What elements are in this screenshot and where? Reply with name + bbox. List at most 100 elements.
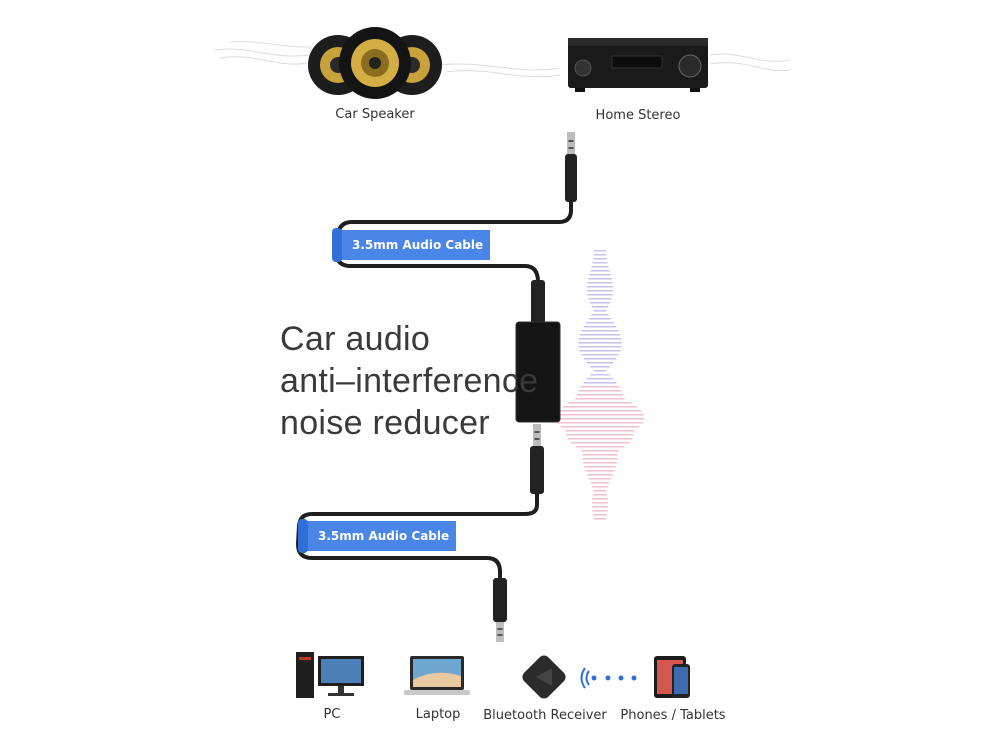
music-swoosh-left [214, 41, 313, 65]
sound-wave-bar [556, 414, 644, 416]
headline-line-1: Car audio [280, 320, 431, 358]
sound-wave-bar [593, 370, 607, 372]
sound-wave-bar [581, 354, 619, 356]
home-stereo-label: Home Stereo [595, 108, 681, 123]
headline-line-2: anti–interference [280, 362, 539, 400]
lower-cable-tag: 3.5mm Audio Cable [298, 519, 456, 553]
sound-wave-bar [578, 342, 622, 344]
headline-line-3: noise reducer [280, 404, 490, 442]
sound-wave-bar [593, 310, 607, 312]
lower-cable-tag-label: 3.5mm Audio Cable [318, 529, 450, 543]
sound-wave-bar [578, 338, 622, 340]
upper-reducer-jack [531, 280, 545, 324]
sound-wave-bar [594, 250, 606, 252]
sound-wave-bar [583, 326, 617, 328]
sound-wave-bar [588, 318, 612, 320]
sound-wave-bar [583, 382, 617, 384]
sound-wave-bar [592, 502, 608, 504]
cable-clip [332, 228, 342, 262]
upper-cable-tag-label: 3.5mm Audio Cable [352, 238, 484, 252]
sound-wave-bar [590, 270, 610, 272]
sound-wave-bar [579, 334, 621, 336]
sound-wave-bar [575, 398, 625, 400]
sound-wave-bar [560, 426, 640, 428]
sound-wave-bar [577, 394, 623, 396]
sound-wave-bar [575, 446, 625, 448]
sound-wave-bar [593, 494, 607, 496]
sound-wave-bar [581, 330, 619, 332]
sound-wave-bar [567, 438, 633, 440]
sound-wave-bar [592, 498, 608, 500]
wireless-signal-icon [580, 667, 637, 689]
sound-wave-bar [581, 450, 619, 452]
sound-wave-bar [578, 346, 622, 348]
sound-wave-bar [586, 286, 614, 288]
top-audio-jack [565, 132, 577, 202]
sound-wave-bar [580, 386, 620, 388]
sound-wave-graphic [555, 250, 645, 520]
sound-wave-bar [586, 290, 614, 292]
cable-clip [298, 519, 308, 553]
sound-wave-bar [586, 378, 614, 380]
sound-wave-bar [592, 510, 608, 512]
sound-wave-bar [583, 358, 617, 360]
phones-tablets-label: Phones / Tablets [620, 708, 726, 723]
sound-wave-bar [587, 282, 613, 284]
sound-wave-bar [586, 322, 614, 324]
upper-cable-tag: 3.5mm Audio Cable [332, 228, 490, 262]
sound-wave-bar [568, 402, 632, 404]
car-speaker-image [308, 27, 442, 99]
sound-wave-bar [585, 470, 615, 472]
sound-wave-bar [589, 274, 611, 276]
sound-wave-bar [587, 294, 613, 296]
car-speaker-label: Car Speaker [335, 107, 415, 122]
pc-label: PC [323, 707, 341, 722]
sound-wave-bar [565, 430, 635, 432]
sound-wave-bar [590, 366, 610, 368]
sound-wave-bar [579, 350, 621, 352]
product-headline: Car audio anti–interference noise reduce… [280, 318, 538, 444]
bluetooth-receiver-image [522, 655, 566, 699]
sound-wave-bar [589, 302, 611, 304]
sound-wave-bar [578, 390, 622, 392]
sound-wave-bar [566, 434, 634, 436]
sound-wave-bar [587, 474, 613, 476]
sound-wave-bar [589, 478, 611, 480]
lower-reducer-jack [530, 424, 544, 494]
sound-wave-bar [582, 458, 618, 460]
sound-wave-bar [557, 422, 643, 424]
sound-wave-bar [590, 482, 610, 484]
laptop-image [404, 656, 470, 695]
sound-wave-bar [593, 254, 607, 256]
sound-wave-bar [588, 298, 612, 300]
sound-wave-bar [592, 506, 608, 508]
sound-wave-bar [592, 262, 608, 264]
bluetooth-receiver-label: Bluetooth Receiver [483, 708, 607, 723]
music-swoosh-right [439, 53, 791, 78]
sound-wave-bar [584, 466, 616, 468]
laptop-label: Laptop [415, 707, 461, 722]
sound-wave-bar [593, 490, 607, 492]
sound-wave-bar [591, 314, 609, 316]
phones-tablets-image [654, 656, 690, 698]
sound-wave-bar [594, 518, 606, 520]
sound-wave-bar [555, 418, 645, 420]
sound-wave-bar [588, 278, 612, 280]
sound-wave-bar [582, 454, 618, 456]
sound-wave-bar [593, 258, 607, 260]
sound-wave-bar [591, 306, 609, 308]
sound-wave-bar [583, 462, 617, 464]
sound-wave-bar [590, 374, 610, 376]
pc-image [296, 652, 364, 698]
sound-wave-bar [593, 514, 607, 516]
sound-wave-bar [592, 486, 608, 488]
sound-wave-bar [570, 442, 630, 444]
sound-wave-bar [558, 410, 642, 412]
sound-wave-bar [586, 362, 614, 364]
sound-wave-bar [562, 406, 638, 408]
bottom-audio-jack [493, 578, 507, 642]
sound-wave-bar [591, 266, 609, 268]
home-stereo-image [568, 38, 708, 92]
noise-reducer-device [516, 322, 560, 422]
